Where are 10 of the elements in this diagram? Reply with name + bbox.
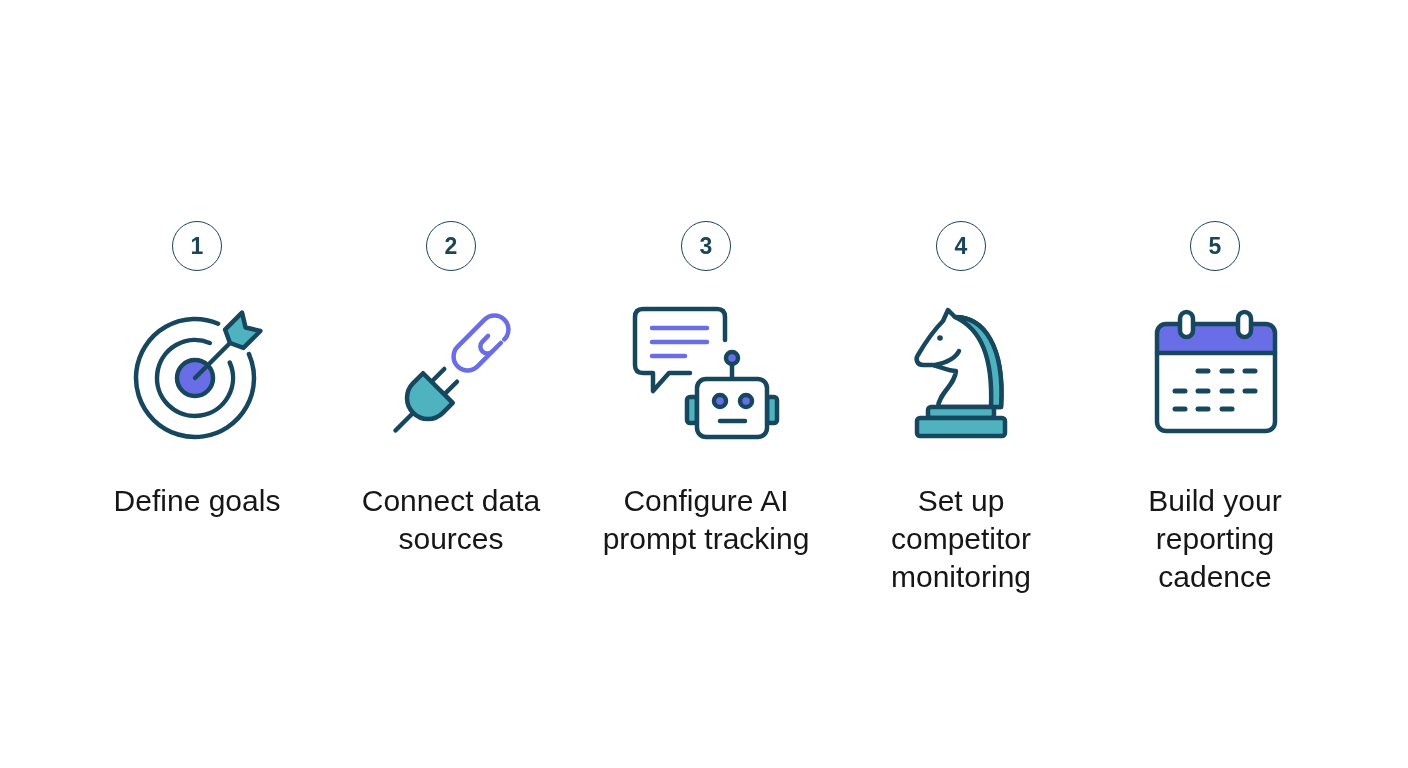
step-number-circle: 4 [936, 221, 986, 271]
step-caption: Set up competitor monitoring [889, 483, 1033, 595]
step-caption: Connect data sources [360, 483, 542, 557]
step-number-circle: 1 [172, 221, 222, 271]
step-number-circle: 5 [1190, 221, 1240, 271]
step-caption: Build your reporting cadence [1147, 483, 1283, 595]
step-caption: Define goals [112, 483, 282, 519]
step-caption: Configure AI prompt tracking [601, 483, 811, 557]
step-number-circle: 3 [681, 221, 731, 271]
step-number-circle: 2 [426, 221, 476, 271]
